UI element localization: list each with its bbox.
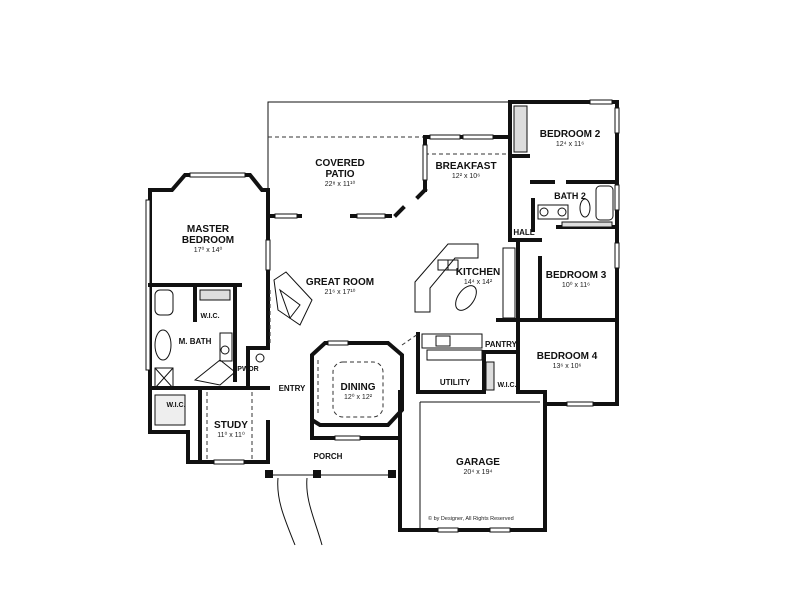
dining-dims: 12⁰ x 12² — [344, 393, 373, 401]
dining-label: DINING — [341, 382, 376, 393]
bedroom-wing-walls — [482, 99, 620, 407]
study-wic-label: W.I.C. — [166, 402, 185, 409]
bedroom-2-dims: 12⁴ x 11⁶ — [556, 141, 584, 148]
covered-patio-label-2: PATIO — [325, 169, 354, 180]
study-label: STUDY — [214, 420, 248, 431]
garage-walls — [398, 393, 547, 533]
dining-walls — [310, 340, 404, 532]
kitchen-dims: 14⁴ x 14² — [464, 279, 493, 286]
bedroom-2-label: BEDROOM 2 — [540, 129, 601, 140]
master-bedroom-label: MASTER — [187, 224, 230, 235]
fireplace — [269, 271, 313, 345]
great-room-rear-wall — [266, 213, 392, 219]
bedroom-4-dims: 13⁶ x 10⁶ — [553, 363, 582, 370]
master-bedroom-label-2: BEDROOM — [182, 235, 234, 246]
powder-label: PWDR — [237, 366, 258, 373]
hall-label: HALL — [513, 228, 534, 237]
porch-label: PORCH — [314, 452, 343, 461]
breakfast-dims: 12² x 10⁶ — [452, 173, 480, 180]
pantry-label: PANTRY — [485, 340, 518, 349]
entry-label: ENTRY — [279, 384, 306, 393]
bedroom-4-label: BEDROOM 4 — [537, 351, 598, 362]
bedroom-3-dims: 10⁰ x 11⁶ — [562, 281, 590, 289]
master-bedroom-dims: 17⁰ x 14⁰ — [194, 246, 223, 254]
breakfast-walls — [393, 134, 512, 218]
breakfast-label: BREAKFAST — [435, 161, 496, 172]
covered-patio-label: COVERED — [315, 158, 364, 169]
bath-2-label: BATH 2 — [554, 191, 586, 201]
garage-label: GARAGE — [456, 457, 500, 468]
porch — [265, 470, 396, 546]
copyright-notice: © by Designer, All Rights Reserved — [428, 515, 514, 522]
kitchen-label: KITCHEN — [456, 267, 500, 278]
master-wic-label: W.I.C. — [200, 313, 219, 320]
room-labels: COVERED PATIO 22⁸ x 11¹⁰ BREAKFAST 12² x… — [166, 129, 606, 522]
kitchen-fixtures — [401, 243, 486, 394]
master-bath-label: M. BATH — [179, 337, 212, 346]
great-room-label: GREAT ROOM — [306, 277, 374, 288]
covered-patio-outline — [267, 101, 510, 214]
garage-dims: 20⁴ x 19⁴ — [464, 469, 493, 476]
utility-label: UTILITY — [440, 378, 471, 387]
master-wing-walls — [145, 172, 271, 465]
covered-patio-dims: 22⁸ x 11¹⁰ — [325, 180, 356, 188]
great-room-dims: 21⁶ x 17¹⁰ — [325, 288, 356, 296]
bedroom-3-label: BEDROOM 3 — [546, 270, 607, 281]
bedroom4-wic-label: W.I.C. — [497, 382, 516, 389]
study-dims: 11⁰ x 11⁰ — [217, 431, 245, 439]
